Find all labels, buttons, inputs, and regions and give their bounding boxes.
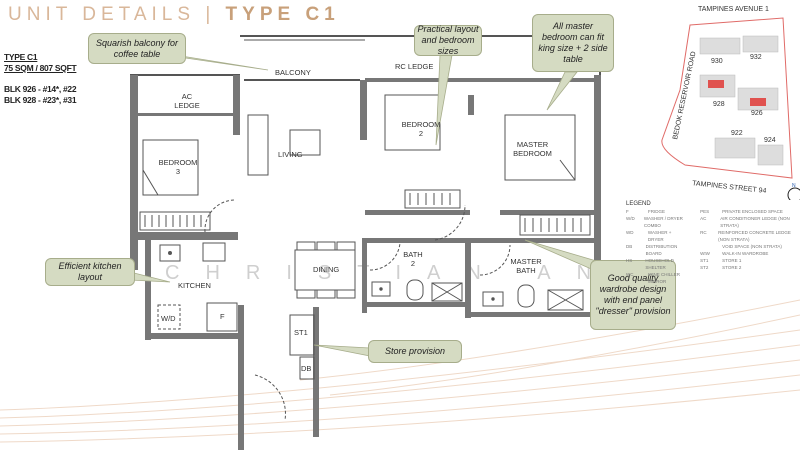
legend-item: VOID SPACE (NON STRATA) xyxy=(700,243,800,250)
legend-item: RC REINFORCED CONCRETE LEDGE (NON STRATA) xyxy=(700,229,800,243)
legend-description: STORE 1 xyxy=(722,258,742,263)
room-label-rc-ledge: RC LEDGE xyxy=(395,62,434,71)
legend-description: WASHER / DRYER COMBO xyxy=(643,216,683,228)
room-label-washer-dryer: W/D xyxy=(161,314,176,323)
block-label: 930 xyxy=(711,58,723,65)
room-label-living: LIVING xyxy=(278,150,303,159)
legend-item: PES PRIVATE ENCLOSED SPACE xyxy=(700,208,800,215)
legend-code: WIW xyxy=(700,251,710,256)
unit-info: TYPE C1 75 SQM / 807 SQFT BLK 926 - #14*… xyxy=(4,52,77,106)
legend-description: FRIDGE xyxy=(648,209,666,214)
unit-highlight xyxy=(750,98,766,106)
legend-item: ST2 STORE 2 xyxy=(700,264,800,271)
legend-code: HS xyxy=(626,258,633,263)
room-label-store-1: ST1 xyxy=(294,328,308,337)
block-label: 932 xyxy=(750,54,762,61)
block-label: 926 xyxy=(751,110,763,117)
callout-balcony: Squarish balcony for coffee table xyxy=(88,33,186,64)
room-label-ac-ledge: AC LEDGE xyxy=(174,92,200,110)
callout-store: Store provision xyxy=(368,340,462,363)
legend-item: WC WINE CHILLER xyxy=(626,271,688,278)
legend-item: DB DISTRIBUTION BOARD xyxy=(626,243,688,257)
legend-item: WIW WALK-IN WARDROBE xyxy=(700,250,800,257)
room-label-distribution-board: DB xyxy=(301,364,312,373)
legend-code: * xyxy=(626,279,628,284)
callout-kitchen: Efficient kitchen layout xyxy=(45,258,135,286)
room-label-dining: DINING xyxy=(313,265,340,274)
title-unit-type: TYPE C1 xyxy=(225,4,340,25)
block-label: 928 xyxy=(713,101,725,108)
legend-item: ST1 STORE 1 xyxy=(700,257,800,264)
legend-code xyxy=(700,243,718,250)
legend-code: WD xyxy=(626,230,634,235)
legend-description: DISTRIBUTION BOARD xyxy=(645,244,678,256)
legend-description: STORE 2 xyxy=(722,265,742,270)
unit-block: BLK 928 - #23*, #31 xyxy=(4,95,77,105)
block-label: 922 xyxy=(731,130,743,137)
legend-code: ST2 xyxy=(700,265,709,270)
legend-description: PRIVATE ENCLOSED SPACE xyxy=(722,209,783,214)
legend-code: ST1 xyxy=(700,258,709,263)
room-label-balcony: BALCONY xyxy=(275,68,311,77)
legend-description: REINFORCED CONCRETE LEDGE (NON STRATA) xyxy=(718,230,791,242)
unit-type: TYPE C1 xyxy=(4,52,38,62)
callout-bedroom: Practical layout and bedroom sizes xyxy=(414,24,482,56)
room-label-fridge: F xyxy=(220,312,225,321)
block-label: 924 xyxy=(764,137,776,144)
legend-description: MIRROR xyxy=(648,279,667,284)
legend-item: F FRIDGE xyxy=(626,208,688,215)
watermark: CHRISTIAN AN xyxy=(165,262,618,284)
room-label-kitchen: KITCHEN xyxy=(178,281,211,290)
legend-item: * MIRROR xyxy=(626,278,688,285)
callout-wardrobe: Good quality wardrobe design with end pa… xyxy=(590,260,676,330)
room-label-bath-2: BATH 2 xyxy=(403,250,423,268)
room-label-bedroom-3: BEDROOM 3 xyxy=(158,158,198,176)
room-label-bedroom-2: BEDROOM 2 xyxy=(401,120,441,138)
callout-master-bedroom: All master bedroom can fit king size + 2… xyxy=(532,14,614,72)
legend-item: WD WASHER + DRYER xyxy=(626,229,688,243)
legend-code: WC xyxy=(626,272,634,277)
north-arrow-label: N xyxy=(792,183,796,189)
page-title: UNIT DETAILS | TYPE C1 xyxy=(8,4,340,26)
legend-item: W/D WASHER / DRYER COMBO xyxy=(626,215,688,229)
legend-code: W/D xyxy=(626,216,635,221)
unit-block: BLK 926 - #14*, #22 xyxy=(4,84,77,94)
site-plan-map xyxy=(661,17,800,200)
road-label: TAMPINES AVENUE 1 xyxy=(698,6,769,13)
legend-code: RC xyxy=(700,230,707,235)
legend-item: AC AIR CONDITIONER LEDGE (NON STRATA) xyxy=(700,215,800,229)
legend-description: WALK-IN WARDROBE xyxy=(722,251,769,256)
unit-highlight xyxy=(708,80,724,88)
legend-description: VOID SPACE (NON STRATA) xyxy=(722,244,782,249)
legend-description: WINE CHILLER xyxy=(648,272,681,277)
legend-title: LEGEND xyxy=(626,201,651,207)
legend-item: HS HOUSEHOLD SHELTER xyxy=(626,257,688,271)
title-left: UNIT DETAILS | xyxy=(8,4,216,25)
legend-description: HOUSEHOLD SHELTER xyxy=(645,258,674,270)
legend-code: DB xyxy=(626,244,633,249)
unit-area: 75 SQM / 807 SQFT xyxy=(4,63,77,73)
legend-code: F xyxy=(626,209,629,214)
legend-description: AIR CONDITIONER LEDGE (NON STRATA) xyxy=(720,216,790,228)
room-label-master-bath: MASTER BATH xyxy=(510,257,542,275)
room-label-master-bedroom: MASTER BEDROOM xyxy=(513,140,552,158)
legend-description: WASHER + DRYER xyxy=(647,230,672,242)
legend-code: AC xyxy=(700,216,707,221)
legend-code: PES xyxy=(700,209,710,214)
